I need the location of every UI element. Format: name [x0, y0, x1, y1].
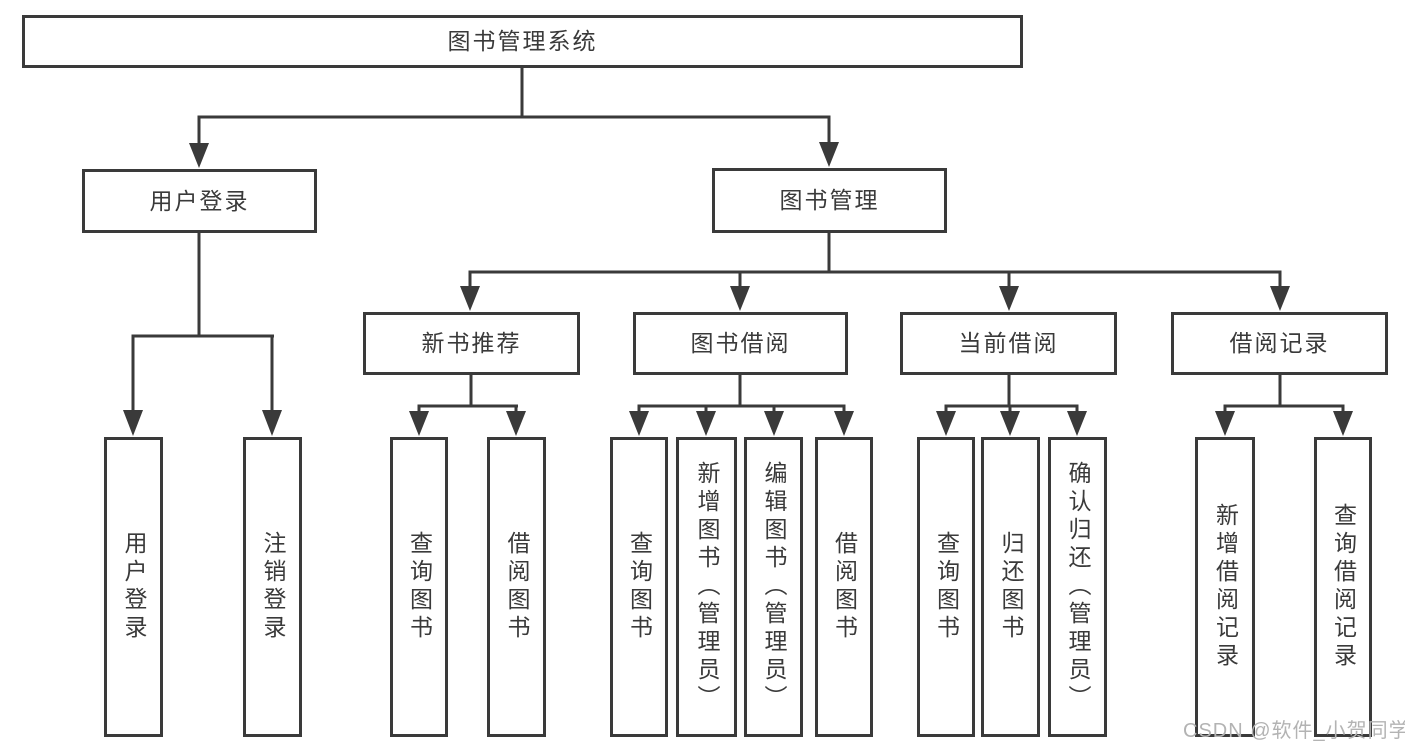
- node-borrow-records-label: 借阅记录: [1229, 330, 1330, 356]
- leaf-borrow-books-2: 借阅图书: [815, 437, 873, 737]
- node-book-borrow: 图书借阅: [633, 312, 848, 375]
- node-current-borrow-label: 当前借阅: [958, 330, 1059, 356]
- leaf-edit-books-admin-label: 编辑图书（管理员）: [761, 461, 787, 713]
- node-borrow-records: 借阅记录: [1171, 312, 1388, 375]
- leaf-query-borrow-record: 查询借阅记录: [1314, 437, 1372, 737]
- leaf-logout-label: 注销登录: [260, 531, 286, 643]
- node-new-book-recommend-label: 新书推荐: [421, 330, 522, 356]
- node-new-book-recommend: 新书推荐: [363, 312, 580, 375]
- leaf-add-borrow-record: 新增借阅记录: [1195, 437, 1255, 737]
- leaf-confirm-return-admin-label: 确认归还（管理员）: [1065, 461, 1091, 713]
- leaf-query-books-1-label: 查询图书: [406, 531, 433, 643]
- leaf-query-books-2-label: 查询图书: [626, 531, 653, 643]
- leaf-logout: 注销登录: [243, 437, 302, 737]
- leaf-borrow-books-1-label: 借阅图书: [504, 531, 530, 643]
- node-root: 图书管理系统: [22, 15, 1023, 68]
- leaf-add-borrow-record-label: 新增借阅记录: [1212, 503, 1239, 671]
- node-book-management: 图书管理: [712, 168, 947, 233]
- leaf-user-login-label: 用户登录: [121, 531, 147, 643]
- leaf-query-borrow-record-label: 查询借阅记录: [1330, 503, 1357, 671]
- node-book-management-label: 图书管理: [779, 187, 880, 213]
- leaf-confirm-return-admin: 确认归还（管理员）: [1048, 437, 1107, 737]
- leaf-query-books-2: 查询图书: [610, 437, 668, 737]
- node-root-label: 图书管理系统: [447, 28, 598, 54]
- leaf-return-books: 归还图书: [981, 437, 1040, 737]
- leaf-borrow-books-2-label: 借阅图书: [831, 531, 858, 643]
- node-book-borrow-label: 图书借阅: [690, 330, 791, 356]
- leaf-query-books-3: 查询图书: [917, 437, 975, 737]
- leaf-add-books-admin: 新增图书（管理员）: [676, 437, 737, 737]
- leaf-borrow-books-1: 借阅图书: [487, 437, 546, 737]
- node-user-login-label: 用户登录: [149, 187, 250, 214]
- leaf-edit-books-admin: 编辑图书（管理员）: [744, 437, 803, 737]
- leaf-query-books-3-label: 查询图书: [933, 531, 960, 643]
- leaf-user-login: 用户登录: [104, 437, 163, 737]
- leaf-query-books-1: 查询图书: [390, 437, 448, 737]
- node-current-borrow: 当前借阅: [900, 312, 1117, 375]
- node-user-login: 用户登录: [82, 169, 317, 233]
- leaf-return-books-label: 归还图书: [998, 531, 1024, 643]
- watermark: CSDN @软件_小贺同学: [1183, 720, 1405, 742]
- leaf-add-books-admin-label: 新增图书（管理员）: [694, 461, 720, 713]
